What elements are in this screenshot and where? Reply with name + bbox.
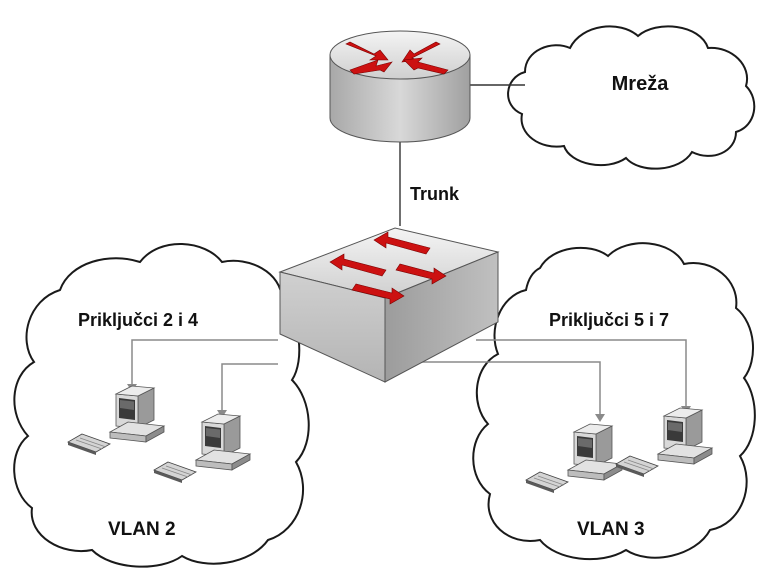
router-icon — [329, 30, 471, 143]
link-port-4 — [221, 363, 278, 414]
connection-lines — [131, 84, 687, 418]
right-ports-label: Priključci 5 i 7 — [549, 310, 669, 330]
trunk-label: Trunk — [410, 184, 460, 204]
left-vlan-label: VLAN 2 — [108, 519, 176, 540]
cloud-icon — [507, 25, 756, 170]
right-vlan-cloud — [472, 242, 756, 561]
cloud-label: Mreža — [612, 73, 670, 95]
switch-icon — [278, 227, 500, 383]
left-vlan-cloud — [13, 243, 310, 568]
link-port-2 — [131, 339, 278, 388]
link-port-7 — [476, 339, 687, 410]
left-ports-label: Priključci 2 i 4 — [78, 310, 198, 330]
right-vlan-label: VLAN 3 — [577, 519, 645, 540]
link-port-5 — [420, 361, 601, 418]
